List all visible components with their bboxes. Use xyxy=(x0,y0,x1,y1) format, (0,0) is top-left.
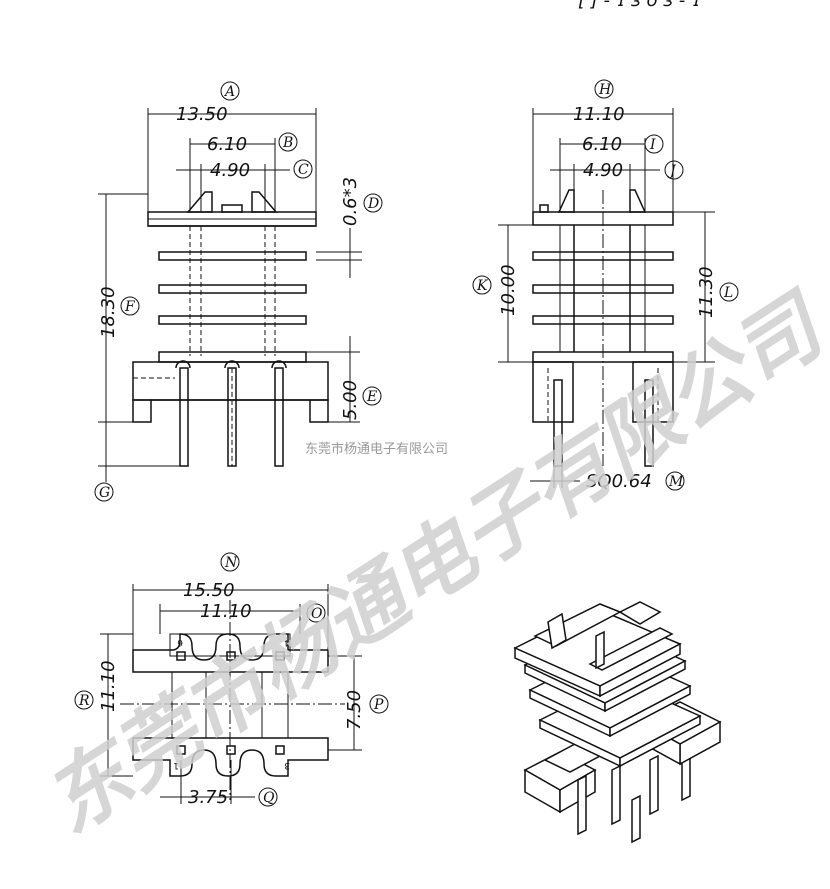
front-view: 13.50 A 6.10 B 4.90 C 0.6*3 D 5.00 E xyxy=(94,81,383,502)
dim-d-value: 0.6*3 xyxy=(340,177,361,226)
label-q: Q xyxy=(263,790,275,806)
dim-h-value: 11.10 xyxy=(573,104,625,125)
pin-6-label: 6 xyxy=(177,637,183,647)
dim-r-value: 11.10 xyxy=(98,660,119,712)
dim-q-value: 3.75 xyxy=(188,787,228,808)
label-a-circle xyxy=(220,81,240,101)
label-b-circle xyxy=(278,132,298,152)
dim-a-value: 13.50 xyxy=(176,104,228,125)
label-o-circle xyxy=(306,603,326,623)
bottom-view: 6 4 1 3 15.50 N 11.10 O 7.50 P 11.10 xyxy=(74,552,389,808)
dim-j-value: 4.90 xyxy=(583,160,623,181)
dim-l-value: 11.30 xyxy=(696,266,717,318)
dim-n-value: 15.50 xyxy=(183,580,235,601)
label-k-circle xyxy=(472,275,492,295)
label-g-circle xyxy=(94,482,114,502)
label-j-circle xyxy=(664,160,684,180)
label-r: R xyxy=(78,693,90,709)
label-n: N xyxy=(224,555,238,571)
label-n-circle xyxy=(220,552,240,572)
label-i: I xyxy=(649,137,656,153)
label-e-circle xyxy=(362,386,382,406)
label-g: G xyxy=(99,485,110,501)
label-c-circle xyxy=(293,159,313,179)
label-q-circle xyxy=(258,787,278,807)
label-f: F xyxy=(124,299,136,315)
label-i-circle xyxy=(644,134,664,154)
dim-m-value: SQ0.64 xyxy=(586,471,652,492)
label-b: B xyxy=(282,135,293,151)
label-a: A xyxy=(223,84,235,100)
label-l: L xyxy=(723,285,733,301)
label-m: M xyxy=(668,474,684,490)
label-f-circle xyxy=(120,296,140,316)
label-o: O xyxy=(311,606,323,622)
label-e: E xyxy=(366,389,377,405)
dim-i-value: 6.10 xyxy=(582,134,622,155)
header-fragment: [ ] - ɿ ɜ o ɜ - ɿ xyxy=(578,0,701,11)
label-r-circle xyxy=(74,690,94,710)
pin-4-label: 4 xyxy=(284,637,290,647)
label-m-circle xyxy=(665,471,685,491)
dim-c-value: 4.90 xyxy=(210,160,250,181)
label-c: C xyxy=(298,162,309,178)
label-h-circle xyxy=(594,79,614,99)
label-h: H xyxy=(598,82,612,98)
label-l-circle xyxy=(719,282,739,302)
dim-k-value: 10.00 xyxy=(498,264,519,316)
dim-b-value: 6.10 xyxy=(207,134,247,155)
pin-3-label: 3 xyxy=(284,760,290,770)
dim-e-value: 5.00 xyxy=(340,380,361,420)
dim-o-value: 11.10 xyxy=(200,601,252,622)
isometric-view xyxy=(513,601,722,844)
pin-1-label: 1 xyxy=(173,760,179,770)
side-view: 11.10 H 6.10 I 4.90 J 10.00 K 11.30 L xyxy=(472,79,739,492)
label-p: P xyxy=(373,697,384,713)
dim-p-value: 7.50 xyxy=(344,690,365,730)
label-p-circle xyxy=(369,694,389,714)
label-k: K xyxy=(476,278,489,294)
label-d: D xyxy=(367,196,379,212)
watermark-small: 东莞市杨通电子有限公司 xyxy=(305,441,448,457)
label-j: J xyxy=(667,163,677,179)
label-d-circle xyxy=(363,193,383,213)
dim-f-value: 18.30 xyxy=(98,286,119,338)
